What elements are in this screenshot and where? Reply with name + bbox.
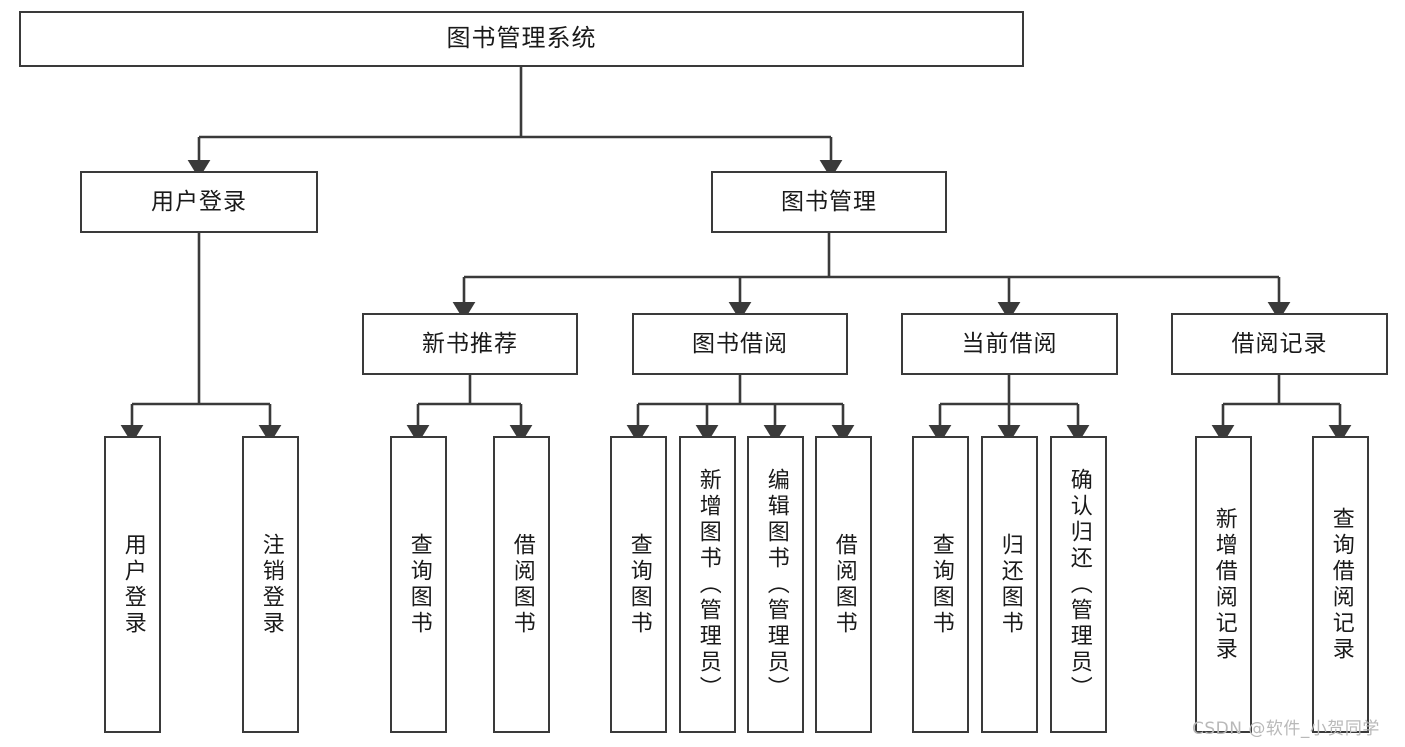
leaf-record-query-record[interactable]: 查询借阅记录 [1312,436,1369,733]
leaf-user-login-logout[interactable]: 注销登录 [242,436,299,733]
leaf-record-add-record[interactable]: 新增借阅记录 [1195,436,1252,733]
node-label: 查询借阅记录 [1328,506,1354,663]
node-label: 图书管理 [781,188,877,215]
leaf-current-query-book[interactable]: 查询图书 [912,436,969,733]
node-label: 新书推荐 [422,330,518,357]
leaf-current-return-book[interactable]: 归还图书 [981,436,1038,733]
node-book-management[interactable]: 图书管理 [711,171,947,233]
leaf-recommend-query-book[interactable]: 查询图书 [390,436,447,733]
leaf-borrow-add-book[interactable]: 新增图书（管理员） [679,436,736,733]
leaf-current-confirm-return[interactable]: 确认归还（管理员） [1050,436,1107,733]
node-label: 新增图书（管理员） [695,467,721,702]
node-label: 用户登录 [120,532,146,637]
node-label: 借阅图书 [831,532,857,637]
node-label: 确认归还（管理员） [1066,467,1092,702]
leaf-borrow-borrow-book[interactable]: 借阅图书 [815,436,872,733]
node-label: 借阅图书 [509,532,535,637]
node-new-book-recommend[interactable]: 新书推荐 [362,313,578,375]
leaf-recommend-borrow-book[interactable]: 借阅图书 [493,436,550,733]
node-label: 用户登录 [151,188,247,215]
leaf-borrow-edit-book[interactable]: 编辑图书（管理员） [747,436,804,733]
node-label: 查询图书 [626,532,652,637]
node-label: 归还图书 [997,532,1023,637]
node-book-borrow[interactable]: 图书借阅 [632,313,848,375]
node-current-borrow[interactable]: 当前借阅 [901,313,1118,375]
node-label: 新增借阅记录 [1211,506,1237,663]
node-label: 借阅记录 [1231,330,1328,357]
node-root-system[interactable]: 图书管理系统 [19,11,1024,67]
node-label: 注销登录 [258,532,284,637]
node-label: 查询图书 [406,532,432,637]
node-label: 图书管理系统 [446,24,597,53]
leaf-user-login-login[interactable]: 用户登录 [104,436,161,733]
node-borrow-record[interactable]: 借阅记录 [1171,313,1388,375]
node-label: 编辑图书（管理员） [763,467,789,702]
watermark: CSDN @软件_小贺同学 [1192,719,1380,739]
node-user-login[interactable]: 用户登录 [80,171,318,233]
leaf-borrow-query-book[interactable]: 查询图书 [610,436,667,733]
node-label: 查询图书 [928,532,954,637]
node-label: 图书借阅 [692,330,788,357]
node-label: 当前借阅 [961,330,1058,357]
